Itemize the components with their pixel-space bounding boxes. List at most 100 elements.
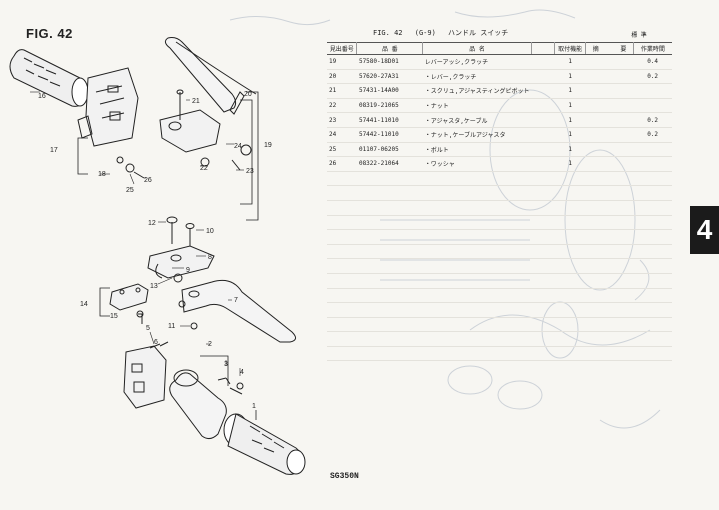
cell-symbol [531,156,555,172]
callout-18: 18 [98,171,106,178]
table-row-empty [327,200,672,216]
cell-empty [327,215,357,231]
master-cylinder-cap [109,283,149,324]
callout-3: 3 [224,361,228,368]
cell-remarks [585,127,634,143]
cell-empty [585,273,634,289]
cell-empty [633,215,672,231]
cell-empty [633,171,672,187]
cell-empty [422,346,532,362]
table-row-empty [327,244,672,260]
cell-empty [585,317,634,333]
cell-empty [554,215,586,231]
brake-lever-bracket [147,216,215,283]
cell-empty [422,215,532,231]
cell-empty [554,229,586,245]
cell-quantity: 1 [554,69,586,85]
callout-9: 9 [186,267,190,274]
cell-empty [356,317,423,333]
cell-empty [356,273,423,289]
callout-17: 17 [50,147,58,154]
cell-empty [356,346,423,362]
callout-12: 12 [148,220,156,227]
cell-description: ・ナット [422,98,532,114]
cell-empty [356,185,423,201]
col-symbol [531,42,555,55]
cell-labor-time [633,98,672,114]
cell-empty [327,288,357,304]
callout-7: 7 [234,297,238,304]
cell-empty [585,185,634,201]
cell-part-number: 57431-14A00 [356,83,423,99]
cell-empty [422,331,532,347]
cell-labor-time: 0.2 [633,69,672,85]
table-row-empty [327,288,672,304]
cell-empty [531,317,555,333]
cell-labor-time: 0.4 [633,54,672,70]
cell-empty [422,229,532,245]
cell-remarks [585,156,634,172]
callout-23: 23 [246,168,254,175]
switch-housing-right [123,341,169,409]
col-remarks: 摘 要 [585,42,634,55]
cell-empty [422,302,532,318]
cell-empty [356,288,423,304]
cell-empty [531,331,555,347]
cell-empty [356,302,423,318]
section-tab: 4 [690,206,719,254]
cell-empty [327,302,357,318]
cell-empty [531,244,555,260]
cell-empty [633,346,672,362]
callout-6: 6 [154,339,158,346]
table-row-empty [327,346,672,362]
cell-empty [422,200,532,216]
cell-description: ・ワッシャ [422,156,532,172]
model-code: SG350N [330,472,359,481]
cell-empty [585,258,634,274]
callout-8: 8 [208,254,212,261]
cell-ref: 21 [327,83,357,99]
cell-empty [327,229,357,245]
cell-part-number: 57442-11010 [356,127,423,143]
cell-remarks [585,98,634,114]
col-description: 品 名 [422,42,532,55]
cell-empty [531,273,555,289]
clutch-lever-assembly [116,37,257,179]
caption-fig: FIG. 42 [373,29,403,37]
callout-26: 26 [144,177,152,184]
cell-empty [356,331,423,347]
cell-ref: 25 [327,142,357,158]
callout-20: 20 [244,91,252,98]
cell-empty [531,185,555,201]
cell-remarks [585,54,634,70]
cell-empty [554,317,586,333]
callout-19: 19 [264,142,272,149]
table-row-empty [327,229,672,245]
cell-empty [327,258,357,274]
callout-1: 1 [252,403,256,410]
cell-empty [585,215,634,231]
cell-empty [356,215,423,231]
caption-code: (G-9) [414,29,436,37]
cell-empty [585,200,634,216]
cell-quantity: 1 [554,98,586,114]
cell-empty [531,229,555,245]
cell-quantity: 1 [554,83,586,99]
exploded-parts-diagram: 16 21 20 19 24 22 23 26 25 17 18 12 10 8… [9,37,306,475]
cell-remarks [585,69,634,85]
cell-empty [531,171,555,187]
cell-empty [531,288,555,304]
cell-part-number: 08322-21064 [356,156,423,172]
cell-empty [554,346,586,362]
cell-empty [327,171,357,187]
cell-part-number: 57620-27A31 [356,69,423,85]
table-row-empty [327,331,672,347]
callout-21: 21 [192,98,200,105]
cell-symbol [531,54,555,70]
col-labor-time: 作業時間 [633,42,672,55]
cell-description: ・アジャスタ,ケーブル [422,112,532,128]
